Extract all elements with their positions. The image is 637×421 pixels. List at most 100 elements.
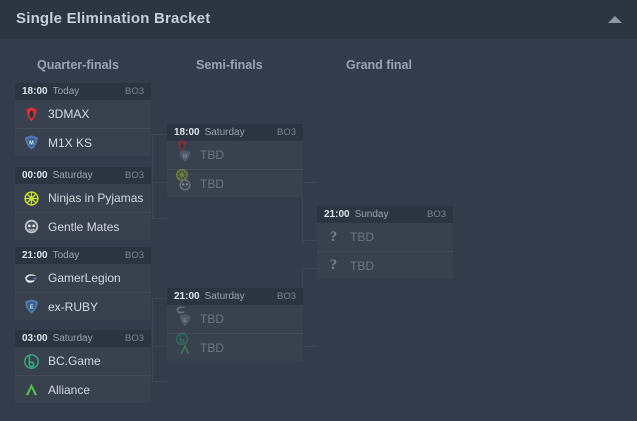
team-row[interactable]: 3DMAX [15, 100, 151, 128]
match-header-sf1: 18:00 Saturday BO3 [167, 124, 303, 141]
team-name: GamerLegion [48, 271, 121, 285]
chevron-up-icon[interactable] [607, 13, 623, 25]
tbd-stack-bcgame-alliance-icon [175, 332, 192, 360]
connector-qf2-out [150, 218, 167, 219]
gentlemates-logo-faded [178, 178, 192, 192]
match-day: Today [52, 86, 80, 97]
exruby-logo-faded: E [178, 313, 192, 327]
match-day: Saturday [52, 333, 93, 344]
match-format: BO3 [124, 170, 144, 181]
tbd-stack-3dmax-m1xks-icon: M [175, 140, 192, 167]
svg-text:M: M [183, 154, 188, 160]
connector-qf2-vertical [152, 182, 153, 219]
team-row[interactable]: Gentle Mates [15, 212, 151, 240]
connector-sf2-in [152, 346, 167, 347]
match-header-qf2: 00:00 Saturday BO3 [15, 167, 151, 184]
widget-titlebar: Single Elimination Bracket [0, 0, 637, 38]
team-row[interactable]: GamerLegion [15, 264, 151, 292]
team-row[interactable]: M M1X KS [15, 128, 151, 156]
alliance-logo-faded [178, 342, 192, 356]
connector-qf3-out [150, 298, 167, 299]
match-card-grand-final[interactable]: 21:00 Sunday BO3 ? TBD ? TBD [317, 206, 453, 279]
match-card-qf3[interactable]: 21:00 Today BO3 GamerLegion E ex-RUBY [15, 247, 151, 320]
3dmax-logo-faded [175, 139, 189, 153]
team-name: ex-RUBY [48, 299, 99, 314]
team-name: Gentle Mates [48, 219, 120, 234]
team-row[interactable]: BC.Game [15, 347, 151, 375]
svg-text:E: E [30, 305, 34, 311]
match-format: BO3 [276, 127, 296, 138]
team-name: TBD [200, 176, 224, 191]
match-format: BO3 [124, 86, 144, 97]
match-day: Saturday [204, 291, 245, 302]
match-time: 03:00 [22, 333, 48, 344]
round-header-semi-finals: Semi-finals [196, 58, 263, 72]
m1xks-logo-faded: M [178, 149, 192, 163]
match-header-qf4: 03:00 Saturday BO3 [15, 330, 151, 347]
connector-sf1-out [300, 182, 317, 183]
match-header-qf3: 21:00 Today BO3 [15, 247, 151, 264]
team-row[interactable]: E ex-RUBY [15, 292, 151, 320]
connector-gf-in-top [302, 240, 317, 241]
page-title: Single Elimination Bracket [16, 10, 211, 27]
connector-qf4-out [150, 381, 167, 382]
team-name: Alliance [48, 382, 91, 397]
nip-logo-faded [175, 168, 189, 182]
chevron-up-glyph [608, 16, 622, 23]
tbd-stack-gamerlegion-exruby-icon: E [175, 306, 192, 331]
team-name: TBD [200, 148, 224, 162]
nip-logo [23, 190, 40, 207]
alliance-logo [23, 381, 40, 398]
match-card-qf2[interactable]: 00:00 Saturday BO3 Ninjas in Pyjamas Gen… [15, 167, 151, 240]
team-name: M1X KS [48, 135, 93, 150]
3dmax-logo [23, 106, 40, 123]
question-mark-icon: ? [329, 228, 338, 245]
team-row[interactable]: TBD [167, 332, 303, 361]
connector-sf1-in [152, 182, 167, 183]
match-card-qf4[interactable]: 03:00 Saturday BO3 BC.Game Alliance [15, 330, 151, 403]
match-time: 21:00 [324, 209, 350, 220]
match-time: 18:00 [22, 86, 48, 97]
connector-qf4-vertical [152, 346, 153, 382]
team-name: TBD [200, 312, 224, 326]
match-card-qf1[interactable]: 18:00 Today BO3 3DMAX M M1X KS [15, 83, 151, 156]
bcgame-logo-faded [175, 332, 189, 346]
team-row[interactable]: Ninjas in Pyjamas [15, 184, 151, 212]
tbd-stack-nip-gentlemates-icon [175, 168, 192, 196]
svg-text:M: M [29, 141, 34, 147]
match-card-sf2[interactable]: 21:00 Saturday BO3 E TBD [167, 288, 303, 361]
team-name: Ninjas in Pyjamas [48, 191, 144, 205]
match-header-sf2: 21:00 Saturday BO3 [167, 288, 303, 305]
exruby-logo: E [23, 298, 40, 315]
match-time: 21:00 [174, 291, 200, 302]
connector-gf-in-bottom [302, 268, 317, 269]
match-day: Sunday [354, 209, 389, 220]
team-row[interactable]: E TBD [167, 305, 303, 333]
bcgame-logo [23, 353, 40, 370]
match-day: Saturday [204, 127, 245, 138]
connector-qf3-qf4-vertical [152, 298, 153, 346]
match-day: Saturday [52, 170, 93, 181]
team-name: TBD [350, 258, 374, 273]
team-name: TBD [200, 340, 224, 355]
connector-qf1-qf2-vertical [152, 134, 153, 182]
match-time: 21:00 [22, 250, 48, 261]
team-row[interactable]: ? TBD [317, 223, 453, 251]
match-header-grand-final: 21:00 Sunday BO3 [317, 206, 453, 223]
team-row[interactable]: ? TBD [317, 251, 453, 279]
team-row[interactable]: TBD [167, 168, 303, 197]
team-name: 3DMAX [48, 107, 90, 121]
match-format: BO3 [124, 333, 144, 344]
match-time: 18:00 [174, 127, 200, 138]
team-row[interactable]: Alliance [15, 375, 151, 403]
gentlemates-logo [23, 218, 40, 235]
match-card-sf1[interactable]: 18:00 Saturday BO3 M TBD [167, 124, 303, 197]
team-name: BC.Game [48, 354, 101, 368]
team-row[interactable]: M TBD [167, 140, 303, 169]
m1xks-logo: M [23, 134, 40, 151]
team-name: TBD [350, 230, 374, 244]
round-header-grand-final: Grand final [346, 58, 412, 72]
svg-text:E: E [183, 318, 187, 324]
match-day: Today [52, 250, 80, 261]
